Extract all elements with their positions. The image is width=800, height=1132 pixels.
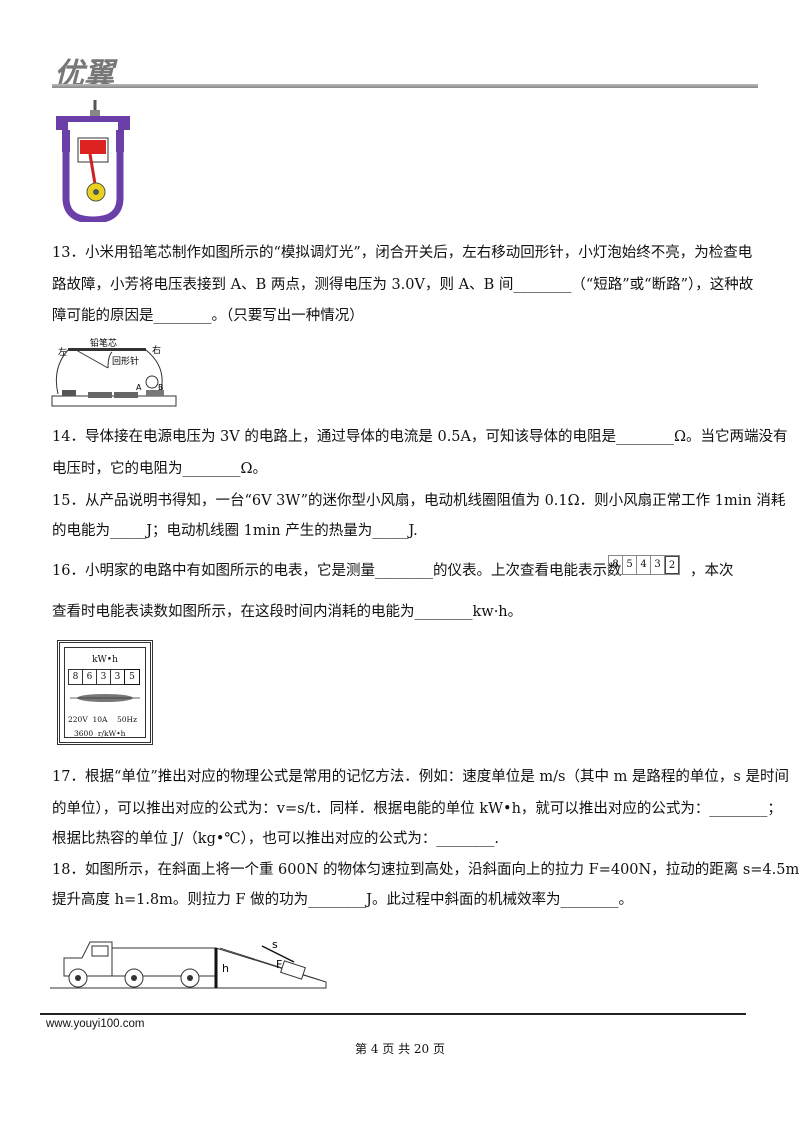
q18-line-2: 提升高度 h=1.8m。则拉力 F 做的功为________J。此过程中斜面的机… (52, 892, 633, 908)
label-h: h (222, 962, 229, 975)
q16-line-2: 查看时电能表读数如图所示，在这段时间内消耗的电能为________kw·h。 (52, 604, 523, 620)
q17-line-2: 的单位），可以推出对应的公式为：v=s/t．同样．根据电能的单位 kW•h，就可… (52, 801, 782, 817)
pencil-lead-circuit-figure: 左 右 铅笔芯 回形针 A B (51, 338, 177, 407)
q15-line-1: 15．从产品说明书得知，一台“6V 3W”的迷你型小风扇，电动机线圈阻值为 0.… (52, 493, 786, 509)
label-right: 右 (152, 344, 161, 356)
meter-digit: 3 (111, 670, 125, 684)
meter-disc-icon (70, 694, 140, 702)
label-pencil-lead: 铅笔芯 (90, 338, 117, 349)
q13-line-2: 路故障，小芳将电压表接到 A、B 两点，测得电压为 3.0V，则 A、B 间__… (52, 277, 754, 293)
energy-meter-figure: kW•h 8 6 3 3 5 220V 10A 50Hz 3600 r/kW•h (57, 640, 153, 745)
q14-line-2: 电压时，它的电阻为________Ω。 (52, 461, 268, 477)
label-b: B (158, 383, 164, 392)
meter-digits: 8 6 3 3 5 (68, 669, 140, 685)
q13-line-3: 障可能的原因是________。（只要写出一种情况） (52, 308, 364, 324)
q16-line-1b: ，本次 (690, 563, 734, 579)
prev-digit: 5 (623, 556, 637, 574)
footer-url[interactable]: www.youyi100.com (46, 1018, 145, 1030)
label-s: s (272, 938, 278, 951)
q17-line-1: 17．根据“单位”推出对应的物理公式是常用的记忆方法．例如：速度单位是 m/s（… (52, 769, 789, 785)
meter-digit: 3 (97, 670, 111, 684)
meter-spec: 220V 10A 50Hz (68, 715, 138, 724)
label-a: A (136, 383, 142, 392)
label-left: 左 (58, 346, 67, 358)
meter-digit: 6 (83, 670, 97, 684)
meter-digit: 8 (69, 670, 83, 684)
prev-digit: 4 (637, 556, 651, 574)
prev-digit: 8 (609, 556, 623, 574)
meter-unit: kW•h (92, 655, 118, 665)
prev-digit: 3 (651, 556, 665, 574)
engine-figure (56, 100, 130, 222)
page-number: 第 4 页 共 20 页 (355, 1042, 445, 1056)
pencil-lead (68, 348, 146, 351)
meter-digit: 5 (124, 669, 140, 685)
meter-revs: 3600 r/kW•h (74, 729, 126, 738)
q18-line-1: 18．如图所示，在斜面上将一个重 600N 的物体匀速拉到高处，沿斜面向上的拉力… (52, 862, 800, 878)
prev-digit: 2 (665, 556, 679, 574)
previous-meter-reading: 8 5 4 3 2 (608, 555, 680, 575)
footer-rule (40, 1013, 746, 1015)
q14-line-1: 14．导体接在电源电压为 3V 的电路上，通过导体的电流是 0.5A，可知该导体… (52, 429, 788, 445)
q13-line-1: 13．小米用铅笔芯制作如图所示的“模拟调灯光”，闭合开关后，左右移动回形针，小灯… (52, 245, 753, 261)
q17-line-3: 根据比热容的单位 J/（kg•℃），也可以推出对应的公式为：________. (52, 831, 500, 847)
header-rule (52, 84, 758, 88)
label-f: F (276, 958, 282, 971)
label-paper-clip: 回形针 (112, 355, 139, 367)
q15-line-2: 的电能为_____J；电动机线圈 1min 产生的热量为_____J. (52, 523, 418, 539)
q16-line-1a: 16．小明家的电路中有如图所示的电表，它是测量________的仪表。上次查看电… (52, 563, 622, 579)
truck-incline-figure: s F h (50, 938, 327, 989)
